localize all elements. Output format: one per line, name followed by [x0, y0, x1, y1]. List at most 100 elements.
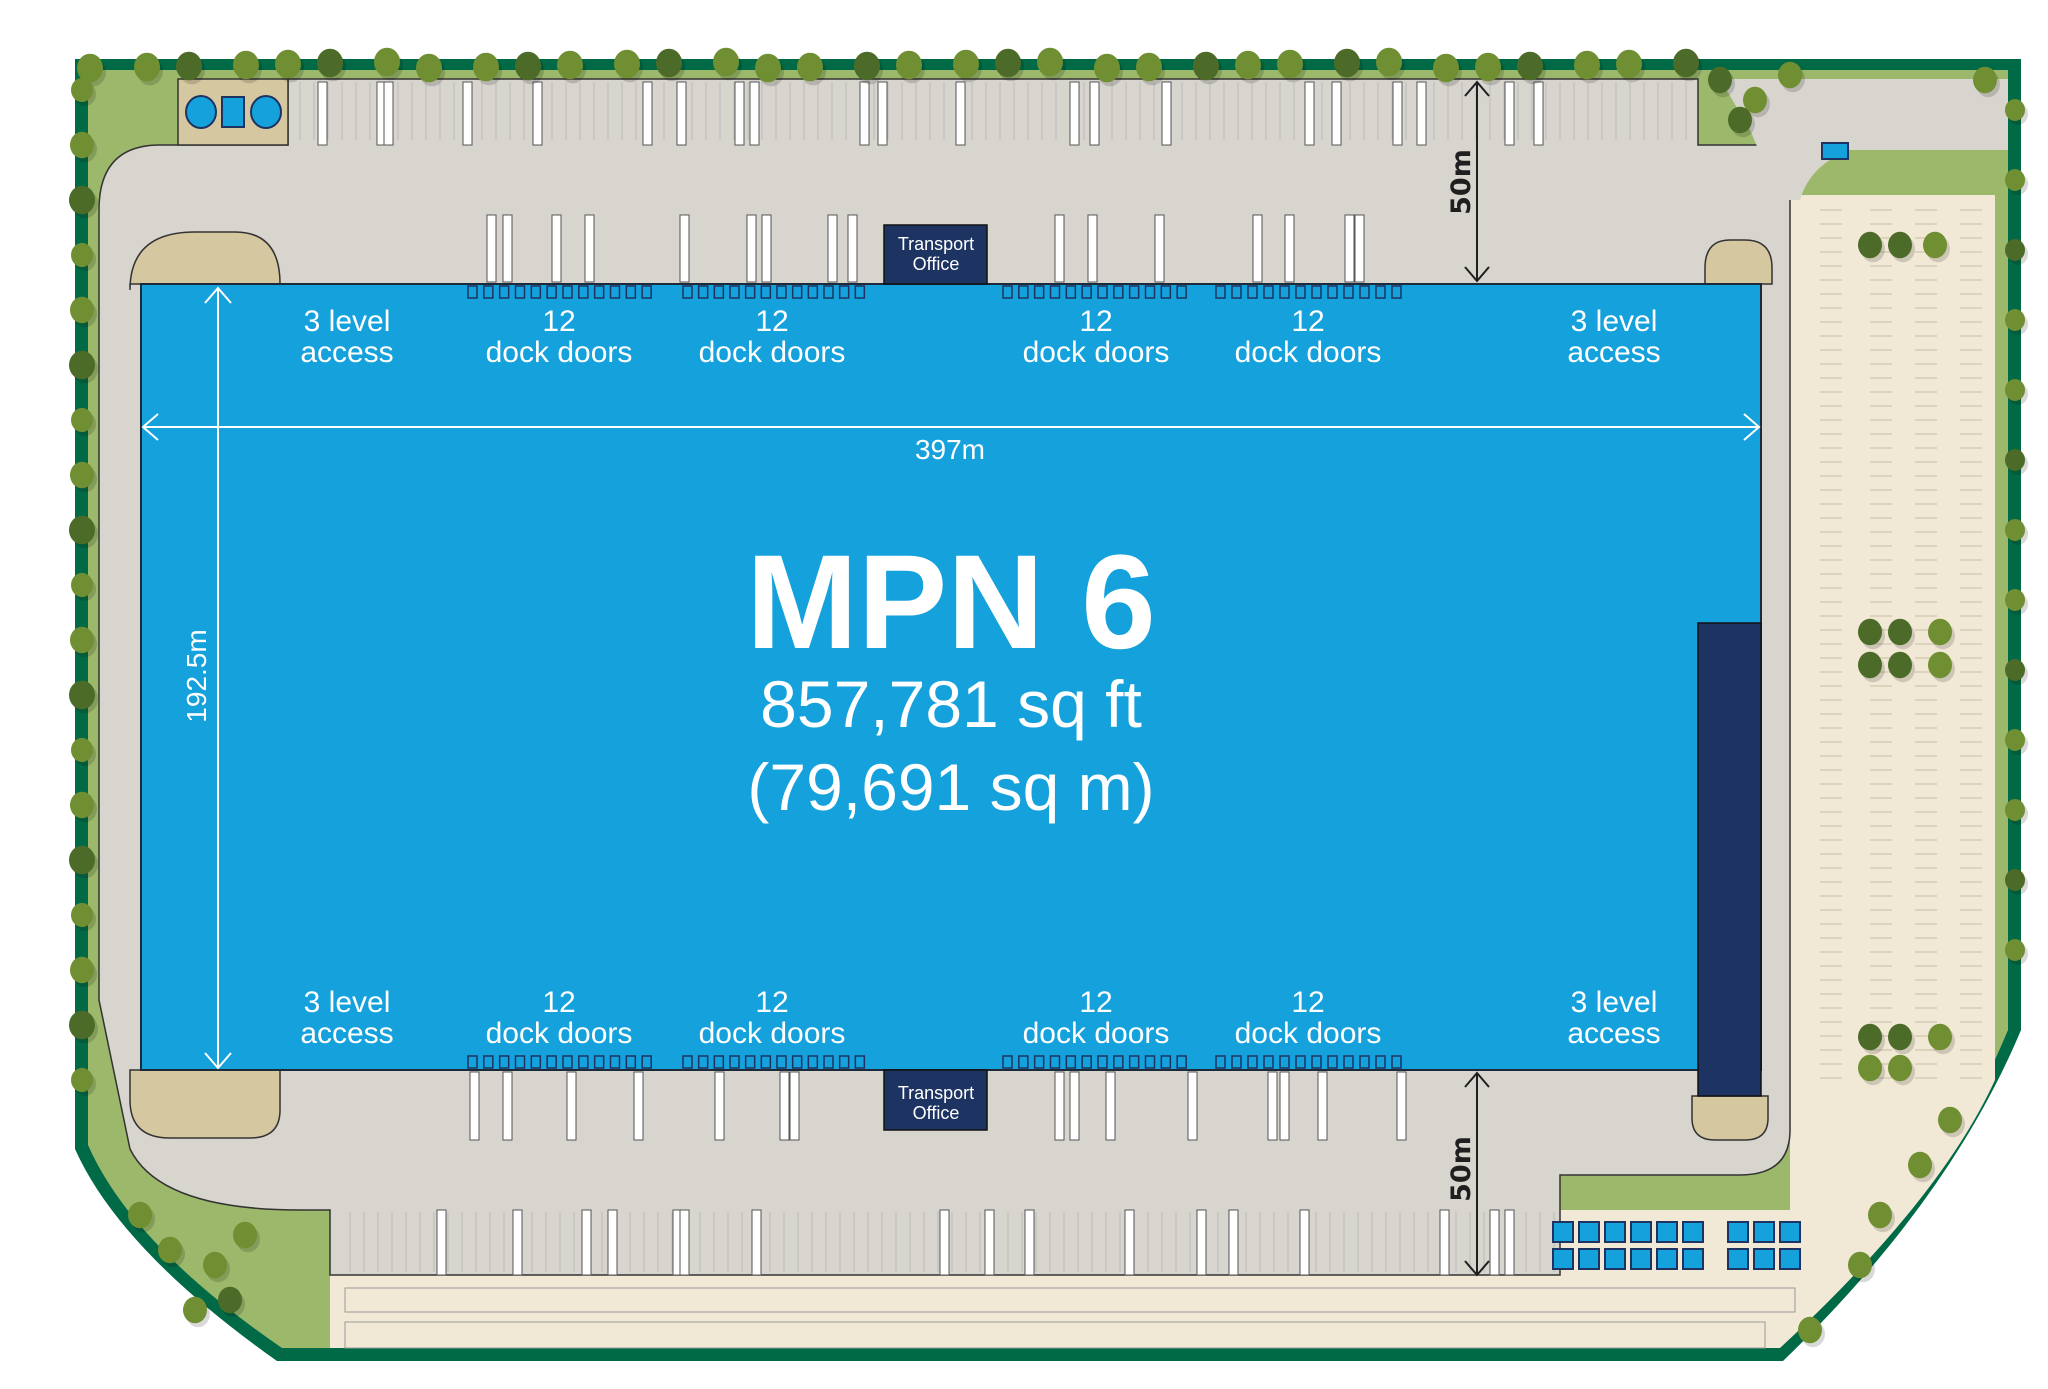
truck-trailer	[566, 1071, 577, 1141]
tree-icon	[896, 50, 922, 80]
dock-label-line2: access	[1567, 336, 1660, 369]
dock-door	[1375, 285, 1386, 299]
tree-icon	[1928, 1023, 1952, 1051]
dock-door	[1081, 285, 1092, 299]
dock-door	[609, 1055, 621, 1069]
dock-label-line2: dock doors	[699, 1017, 846, 1050]
truck-trailer	[1504, 1209, 1515, 1276]
tree-icon	[69, 350, 95, 380]
truck-trailer	[1196, 1209, 1207, 1276]
ev-bay	[1604, 1248, 1626, 1270]
warehouse-building	[140, 283, 1762, 1071]
dock-door	[1097, 1055, 1108, 1069]
dock-door	[1279, 1055, 1290, 1069]
dock-door	[1295, 285, 1306, 299]
truck-trailer	[1105, 1071, 1116, 1141]
truck-trailer	[584, 214, 595, 283]
dock-door	[854, 285, 866, 299]
truck-trailer	[551, 214, 562, 283]
tree-icon	[1778, 61, 1802, 89]
tree-icon	[953, 49, 979, 79]
dock-door	[483, 285, 494, 299]
truck-trailer	[1069, 1071, 1080, 1141]
truck-trailer	[877, 81, 888, 146]
truck-trailer	[827, 214, 838, 283]
ev-bay	[1604, 1221, 1626, 1243]
tree-icon	[70, 296, 94, 324]
yard-markings	[299, 82, 1982, 1272]
dock-door	[578, 1055, 589, 1069]
dock-door	[530, 1055, 542, 1069]
tree-icon	[233, 1221, 257, 1249]
truck-trailer	[859, 81, 870, 146]
tree-icon	[134, 52, 160, 82]
dock-door	[760, 285, 772, 299]
truck-trailer	[847, 214, 858, 283]
dock-label-line1: 12	[755, 305, 788, 338]
dock-door	[1391, 1055, 1402, 1069]
tree-icon	[1908, 1151, 1932, 1179]
dock-door	[1128, 285, 1140, 299]
ev-bay	[1682, 1248, 1704, 1270]
dock-label-line1: 12	[542, 986, 575, 1019]
tree-icon	[233, 50, 259, 80]
tree-icon	[1433, 53, 1459, 83]
truck-trailer	[502, 1071, 513, 1141]
truck-trailer	[1228, 1209, 1239, 1276]
dock-door	[1391, 285, 1402, 299]
tree-icon	[69, 1010, 95, 1040]
truck-trailer	[714, 1071, 725, 1141]
ev-bay	[1727, 1248, 1749, 1270]
tree-icon	[69, 845, 95, 875]
tree-icon	[2005, 939, 2025, 961]
depth-dimension-arrow	[204, 286, 232, 1070]
tree-icon	[275, 49, 301, 79]
dock-door	[609, 285, 621, 299]
dock-label-line1: 3 level	[1571, 305, 1658, 338]
tree-icon	[1858, 1054, 1882, 1082]
truck-trailer	[1087, 214, 1098, 283]
transport-office-bottom	[883, 1069, 988, 1131]
dock-door	[1033, 285, 1045, 299]
pump-house	[221, 96, 245, 128]
water-tank	[250, 95, 282, 129]
tree-icon	[1888, 618, 1912, 646]
truck-trailer	[1252, 214, 1263, 283]
truck-trailer	[1124, 1209, 1135, 1276]
dock-door	[776, 1055, 787, 1069]
tree-icon	[1743, 86, 1767, 114]
dock-doors	[467, 285, 1402, 1069]
tree-icon	[70, 956, 94, 984]
tree-icon	[1616, 49, 1642, 79]
truck-trailer	[1504, 81, 1515, 146]
landscape-island	[1704, 239, 1773, 285]
ev-bay	[1552, 1248, 1574, 1270]
dock-door	[1065, 1055, 1077, 1069]
dock-label-line1: 12	[1079, 305, 1112, 338]
truck-trailer	[789, 1071, 800, 1141]
dock-door	[713, 285, 725, 299]
dock-door	[498, 1055, 510, 1069]
tree-icon	[1858, 618, 1882, 646]
ev-bay	[1779, 1248, 1801, 1270]
tree-icon	[755, 53, 781, 83]
tree-icon	[2005, 799, 2025, 821]
dock-door	[593, 285, 605, 299]
truck-trailer	[984, 1209, 995, 1276]
dock-door	[562, 285, 573, 299]
transport-office-bottom-label: Office	[913, 1103, 960, 1123]
dock-door	[1002, 1055, 1013, 1069]
dock-door	[1144, 1055, 1156, 1069]
truck-trailer	[1279, 1071, 1290, 1141]
dock-door	[1065, 285, 1077, 299]
tree-icon	[1888, 231, 1912, 259]
truck-trailer	[1489, 1209, 1500, 1276]
dock-door	[807, 285, 819, 299]
tree-icon	[2005, 379, 2025, 401]
tree-icon	[158, 1236, 182, 1264]
dock-door	[1295, 1055, 1306, 1069]
tree-icon	[70, 626, 94, 654]
tree-icon	[71, 77, 93, 103]
tree-icon	[71, 902, 93, 928]
